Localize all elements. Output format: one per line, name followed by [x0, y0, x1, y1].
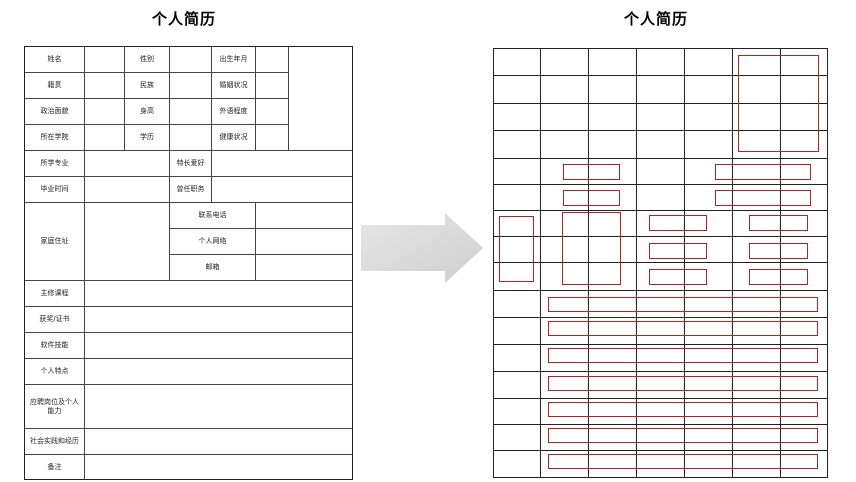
experience-field[interactable]: [85, 429, 352, 455]
resume-form: 姓名 性别 出生年月 籍贯 民族 婚姻状况 政治面貌 身高 外语程度 所在学院 …: [24, 46, 353, 480]
major-field[interactable]: [85, 151, 170, 177]
traits-field[interactable]: [85, 359, 352, 385]
label-software-skills: 软件技能: [25, 333, 85, 359]
label-graduation: 毕业时间: [25, 177, 85, 203]
label-job-and-ability: 应聘岗位及个人能力: [25, 385, 85, 429]
native-place-field[interactable]: [85, 73, 125, 99]
homepage-field[interactable]: [256, 229, 352, 255]
label-former-position: 曾任职务: [170, 177, 212, 203]
label-health: 健康状况: [212, 125, 256, 151]
height-field[interactable]: [170, 99, 212, 125]
label-remarks: 备注: [25, 455, 85, 479]
former-position-field[interactable]: [212, 177, 352, 203]
photo-field[interactable]: [289, 47, 352, 151]
label-traits: 个人特点: [25, 359, 85, 385]
label-address: 家庭住址: [25, 203, 85, 281]
political-status-field[interactable]: [85, 99, 125, 125]
label-experience: 社会实践和经历: [25, 429, 85, 455]
label-political-status: 政治面貌: [25, 99, 85, 125]
gender-field[interactable]: [170, 47, 212, 73]
main-courses-field[interactable]: [85, 281, 352, 307]
birth-field[interactable]: [256, 47, 289, 73]
label-foreign-language: 外语程度: [212, 99, 256, 125]
label-gender: 性别: [125, 47, 170, 73]
label-height: 身高: [125, 99, 170, 125]
software-skills-field[interactable]: [85, 333, 352, 359]
label-main-courses: 主修课程: [25, 281, 85, 307]
label-phone: 联系电话: [170, 203, 256, 229]
label-school: 所在学院: [25, 125, 85, 151]
annotated-layout-grid: [493, 48, 828, 478]
right-page-title: 个人简历: [624, 10, 689, 28]
education-field[interactable]: [170, 125, 212, 151]
label-native-place: 籍贯: [25, 73, 85, 99]
health-field[interactable]: [256, 125, 289, 151]
foreign-language-field[interactable]: [256, 99, 289, 125]
label-education: 学历: [125, 125, 170, 151]
left-page-title: 个人简历: [152, 10, 217, 28]
label-homepage: 个人网络: [170, 229, 256, 255]
marital-status-field[interactable]: [256, 73, 289, 99]
remarks-field[interactable]: [85, 455, 352, 479]
label-birth: 出生年月: [212, 47, 256, 73]
name-field[interactable]: [85, 47, 125, 73]
phone-field[interactable]: [256, 203, 352, 229]
awards-field[interactable]: [85, 307, 352, 333]
email-field[interactable]: [256, 255, 352, 281]
label-email: 邮箱: [170, 255, 256, 281]
address-field[interactable]: [85, 203, 170, 281]
hobby-field[interactable]: [212, 151, 352, 177]
school-field[interactable]: [85, 125, 125, 151]
ethnicity-field[interactable]: [170, 73, 212, 99]
label-hobby: 特长爱好: [170, 151, 212, 177]
graduation-field[interactable]: [85, 177, 170, 203]
label-awards: 获奖/证书: [25, 307, 85, 333]
right-arrow-icon: [361, 213, 483, 283]
label-marital-status: 婚姻状况: [212, 73, 256, 99]
label-ethnicity: 民族: [125, 73, 170, 99]
job-and-ability-field[interactable]: [85, 385, 352, 429]
label-name: 姓名: [25, 47, 85, 73]
label-major: 所学专业: [25, 151, 85, 177]
